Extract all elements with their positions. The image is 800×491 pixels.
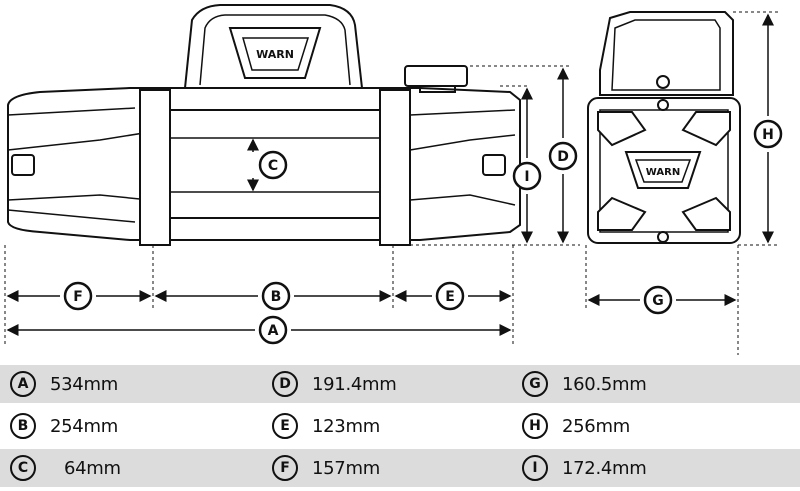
spec-value: 534mm: [50, 373, 118, 395]
spec-item-c: C 64mm: [10, 449, 121, 487]
dim-label-h: H: [762, 127, 774, 143]
spec-row: A 534mm D 191.4mm G 160.5mm: [0, 365, 800, 403]
extension-lines: [4, 11, 780, 355]
dim-label-e: E: [445, 289, 455, 305]
spec-item-g: G 160.5mm: [522, 365, 647, 403]
spec-value: 172.4mm: [562, 457, 647, 479]
dim-label-c: C: [268, 158, 278, 174]
spec-value: 254mm: [50, 415, 118, 437]
dim-label-b: B: [271, 289, 282, 305]
dim-label-a: A: [268, 323, 279, 339]
dim-label-g: G: [652, 293, 664, 309]
spec-item-i: I 172.4mm: [522, 449, 647, 487]
dimension-arrows: [6, 13, 774, 336]
spec-table: A 534mm D 191.4mm G 160.5mm B 254mm E 12…: [0, 360, 800, 491]
spec-value: 256mm: [562, 415, 630, 437]
spec-item-f: F 157mm: [272, 449, 380, 487]
spec-letter-badge: F: [272, 455, 298, 481]
winch-dimension-drawing: F B E A G C I D H WARN WARN: [4, 4, 783, 355]
spec-value: 191.4mm: [312, 373, 397, 395]
spec-row: C 64mm F 157mm I 172.4mm: [0, 449, 800, 487]
spec-row: B 254mm E 123mm H 256mm: [0, 407, 800, 445]
spec-value: 157mm: [312, 457, 380, 479]
spec-value: 123mm: [312, 415, 380, 437]
warn-logo-end: WARN: [646, 167, 680, 178]
spec-item-e: E 123mm: [272, 407, 380, 445]
spec-value: 160.5mm: [562, 373, 647, 395]
dimension-label-circles: [63, 119, 783, 345]
warn-logo-side: WARN: [256, 48, 294, 61]
spec-letter-badge: C: [10, 455, 36, 481]
spec-letter-badge: E: [272, 413, 298, 439]
dim-label-f: F: [73, 289, 83, 305]
winch-side-view: [7, 4, 521, 246]
spec-item-d: D 191.4mm: [272, 365, 397, 403]
dimension-label-letters: F B E A G C I D H: [73, 127, 774, 339]
spec-item-a: A 534mm: [10, 365, 118, 403]
dim-label-i: I: [524, 169, 529, 185]
spec-item-h: H 256mm: [522, 407, 630, 445]
spec-letter-badge: B: [10, 413, 36, 439]
spec-item-b: B 254mm: [10, 407, 118, 445]
dim-label-d: D: [557, 149, 569, 165]
spec-letter-badge: D: [272, 371, 298, 397]
winch-end-view: [587, 11, 741, 244]
spec-letter-badge: I: [522, 455, 548, 481]
spec-letter-badge: A: [10, 371, 36, 397]
spec-letter-badge: H: [522, 413, 548, 439]
spec-value: 64mm: [64, 457, 121, 479]
spec-letter-badge: G: [522, 371, 548, 397]
